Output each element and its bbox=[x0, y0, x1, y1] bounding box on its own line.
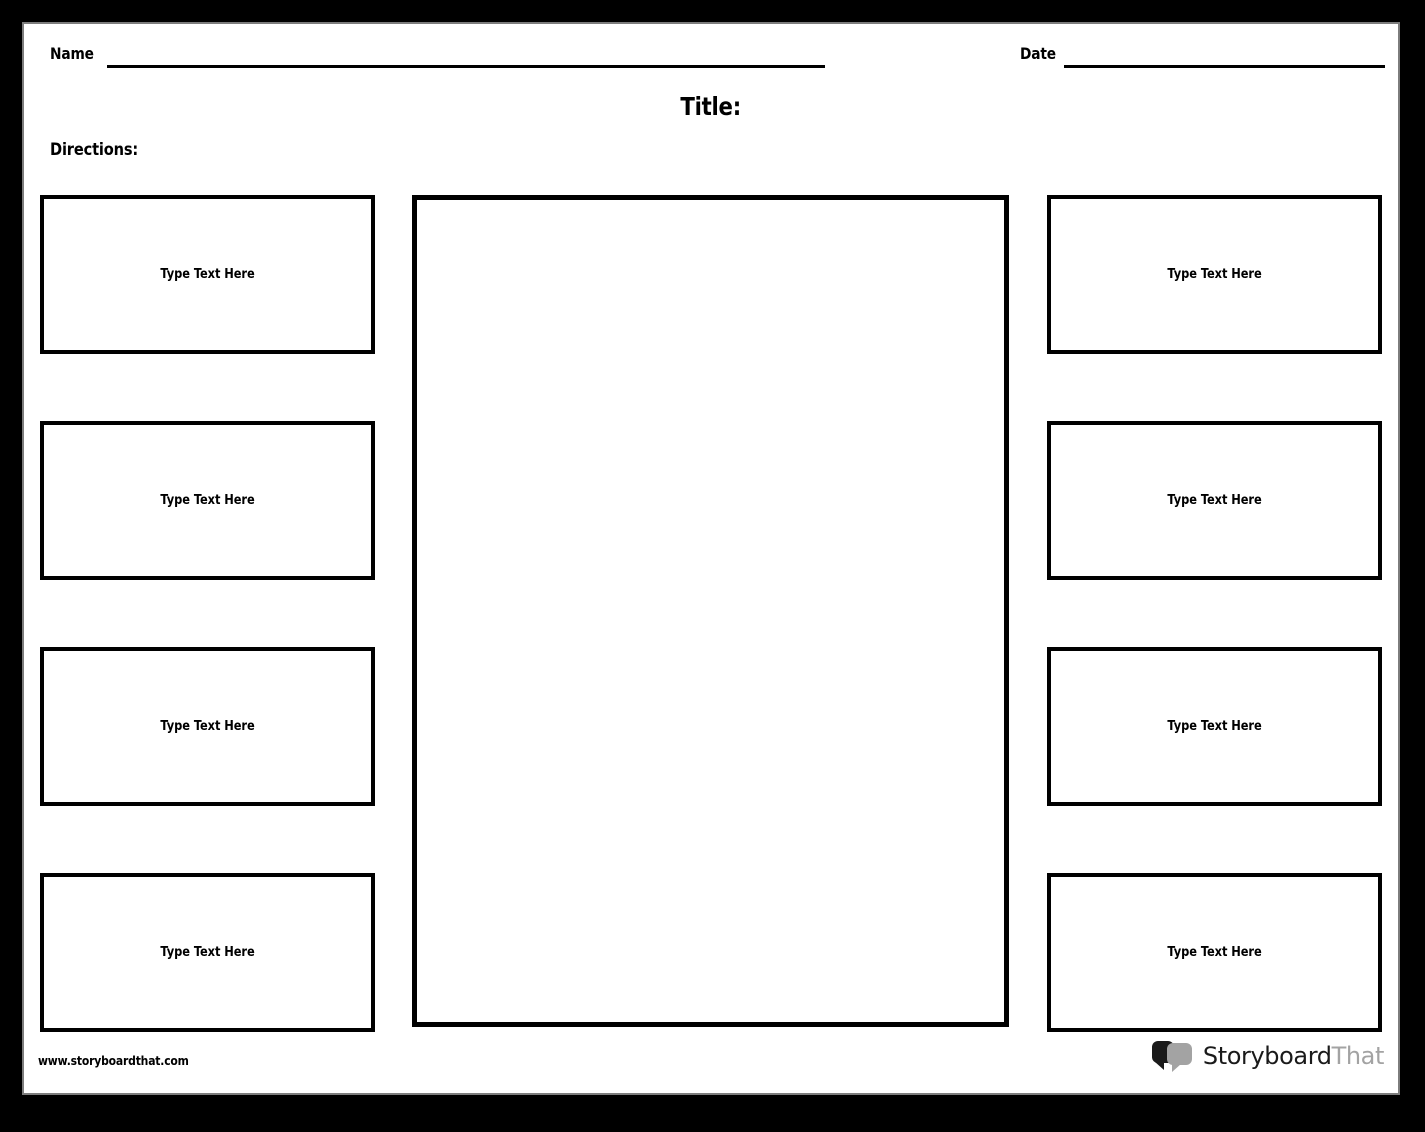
cell-placeholder-text: Type Text Here bbox=[160, 493, 255, 508]
text-cell-left-3[interactable]: Type Text Here bbox=[40, 647, 375, 806]
speech-bubble-light-icon bbox=[1166, 1043, 1192, 1072]
date-label: Date bbox=[1020, 44, 1056, 63]
text-cell-right-2[interactable]: Type Text Here bbox=[1047, 421, 1382, 580]
footer-website-url[interactable]: www.storyboardthat.com bbox=[38, 1054, 189, 1068]
logo-word-that: That bbox=[1331, 1042, 1385, 1070]
text-cell-left-4[interactable]: Type Text Here bbox=[40, 873, 375, 1032]
cell-placeholder-text: Type Text Here bbox=[1167, 945, 1262, 960]
text-cell-left-1[interactable]: Type Text Here bbox=[40, 195, 375, 354]
cell-placeholder-text: Type Text Here bbox=[160, 945, 255, 960]
page-title[interactable]: Title: bbox=[24, 92, 1398, 121]
page-title-text: Title: bbox=[680, 92, 742, 121]
cell-placeholder-text: Type Text Here bbox=[1167, 267, 1262, 282]
speech-bubbles-icon bbox=[1151, 1041, 1194, 1072]
storyboardthat-logo[interactable]: StoryboardThat bbox=[1151, 1037, 1385, 1075]
worksheet-page: Name Date Title: Directions: Type Text H… bbox=[22, 22, 1400, 1095]
cell-placeholder-text: Type Text Here bbox=[1167, 493, 1262, 508]
directions-label: Directions: bbox=[50, 140, 139, 160]
date-input-line[interactable] bbox=[1064, 65, 1385, 68]
name-label: Name bbox=[50, 44, 94, 63]
worksheet-page-content: Name Date Title: Directions: Type Text H… bbox=[24, 24, 1398, 1093]
cell-placeholder-text: Type Text Here bbox=[1167, 719, 1262, 734]
text-cell-right-4[interactable]: Type Text Here bbox=[1047, 873, 1382, 1032]
logo-wordmark: StoryboardThat bbox=[1202, 1042, 1385, 1070]
text-cell-right-3[interactable]: Type Text Here bbox=[1047, 647, 1382, 806]
text-cell-left-2[interactable]: Type Text Here bbox=[40, 421, 375, 580]
main-image-cell[interactable] bbox=[412, 195, 1009, 1027]
cell-placeholder-text: Type Text Here bbox=[160, 719, 255, 734]
cell-placeholder-text: Type Text Here bbox=[160, 267, 255, 282]
text-cell-right-1[interactable]: Type Text Here bbox=[1047, 195, 1382, 354]
logo-word-storyboard: Storyboard bbox=[1202, 1042, 1332, 1070]
name-input-line[interactable] bbox=[107, 65, 825, 68]
